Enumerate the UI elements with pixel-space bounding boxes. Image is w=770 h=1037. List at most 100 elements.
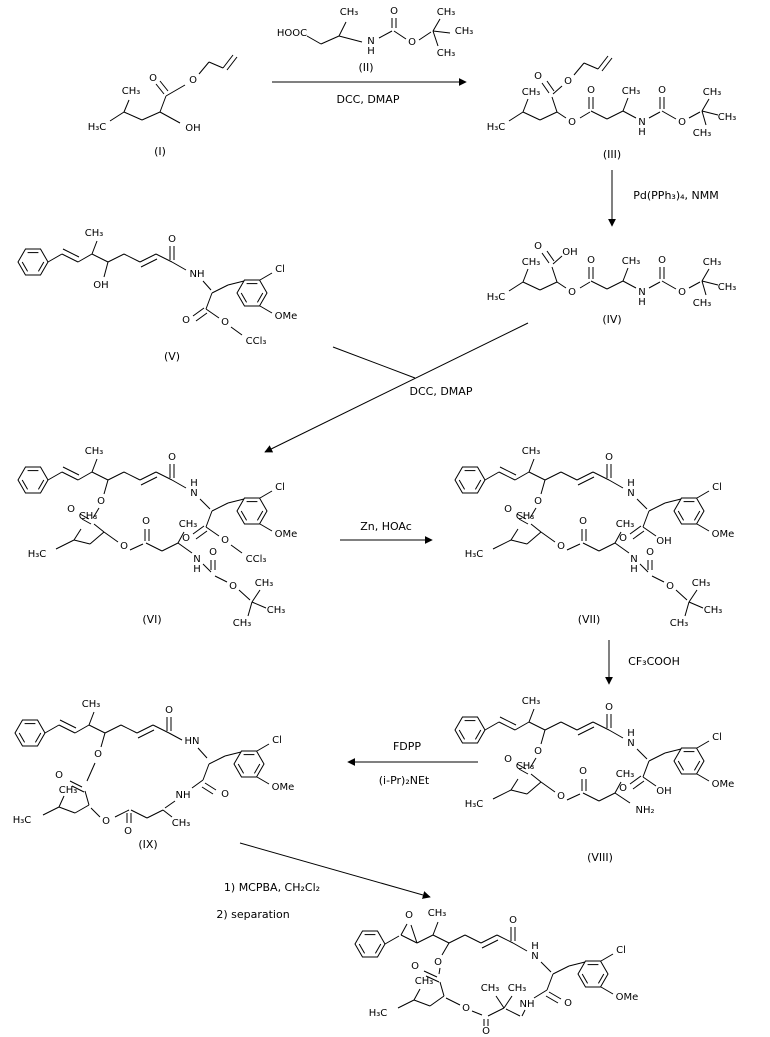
atom-label: H	[531, 941, 539, 952]
bond	[614, 792, 631, 804]
atom-label: H₃C	[28, 549, 47, 560]
atom-label: HN	[185, 736, 200, 747]
reagent-label: 1) MCPBA, CH₂Cl₂	[224, 881, 320, 894]
compound-label: (VII)	[578, 613, 601, 626]
bond	[510, 539, 528, 545]
bond	[484, 471, 500, 481]
aromatic-bond	[256, 510, 264, 521]
atom-label: O	[534, 71, 542, 82]
bond	[195, 530, 208, 540]
bond	[576, 721, 594, 731]
bond	[539, 281, 558, 291]
atom-label: CH₃	[437, 7, 456, 18]
bond	[145, 542, 163, 552]
bond	[642, 526, 657, 537]
atom-label: O	[405, 910, 413, 921]
bond	[109, 111, 125, 122]
atom-label: CH₃	[616, 519, 635, 530]
aromatic-bond	[256, 292, 264, 303]
bond	[59, 719, 77, 729]
bond	[123, 253, 141, 263]
bond	[464, 934, 482, 944]
bond	[579, 111, 591, 119]
bond	[400, 934, 418, 944]
bond	[259, 272, 273, 281]
bond	[100, 732, 106, 748]
bond	[439, 981, 445, 997]
bond	[423, 970, 438, 978]
bond	[540, 479, 546, 495]
bond	[120, 724, 138, 734]
bond	[521, 1009, 526, 1017]
bond	[642, 776, 657, 787]
atom-label: CH₃	[82, 699, 101, 710]
benzene-ring	[17, 466, 49, 494]
bond	[177, 531, 185, 544]
bond	[701, 280, 719, 286]
atom-label: CH₃	[79, 511, 98, 522]
benzene-ring	[673, 747, 705, 775]
atom-label: O	[605, 702, 613, 713]
bond	[566, 543, 581, 551]
atom-label: O	[534, 746, 542, 757]
atom-label: H	[630, 564, 638, 575]
atom-label: O	[605, 452, 613, 463]
bond	[496, 934, 514, 944]
bond	[598, 542, 616, 552]
aromatic-bond	[677, 510, 685, 521]
atom-label: O	[221, 535, 229, 546]
atom-label: O	[557, 791, 565, 802]
bond	[498, 721, 516, 731]
bond	[530, 773, 542, 783]
bond	[552, 965, 570, 975]
bond	[688, 281, 701, 289]
bond	[397, 999, 415, 1009]
bond	[159, 80, 169, 92]
atom-label: CH₃	[522, 696, 541, 707]
atom-label: H₃C	[487, 292, 506, 303]
atom-label: O	[182, 315, 190, 326]
bond	[528, 721, 546, 731]
atom-label: O	[678, 117, 686, 128]
bond	[79, 513, 90, 520]
bond	[590, 280, 608, 290]
aromatic-bond	[374, 943, 382, 954]
benzene-ring	[14, 719, 46, 747]
bond	[540, 531, 556, 543]
bond	[139, 253, 157, 263]
bond	[159, 111, 181, 124]
atom-label: CH₃	[233, 618, 252, 629]
bond	[107, 253, 125, 263]
bond	[192, 307, 205, 317]
bond	[42, 806, 60, 816]
bond	[499, 716, 517, 726]
atom-label: O	[658, 255, 666, 266]
bond	[530, 523, 542, 533]
atom-label: H₃C	[465, 799, 484, 810]
atom-label: NH	[520, 999, 535, 1010]
bond	[701, 98, 710, 112]
bond	[259, 305, 273, 314]
atom-label: O	[142, 516, 150, 527]
atom-label: O	[587, 85, 595, 96]
bond	[93, 523, 105, 533]
atom-label: O	[557, 541, 565, 552]
bond	[648, 111, 661, 119]
atom-label: CH₃	[481, 983, 500, 994]
atom-label: CH₃	[693, 128, 712, 139]
aromatic-bond	[240, 510, 248, 521]
atom-label: CH₃	[122, 86, 141, 97]
bond	[601, 57, 613, 72]
bond	[573, 62, 585, 76]
bond	[74, 804, 90, 814]
atom-label: O	[120, 541, 128, 552]
bond	[168, 732, 183, 741]
bond	[516, 763, 527, 770]
bond	[696, 773, 710, 782]
atom-label: CH₃	[522, 446, 541, 457]
bond	[675, 589, 688, 601]
bond	[508, 281, 524, 292]
bond	[648, 281, 661, 289]
